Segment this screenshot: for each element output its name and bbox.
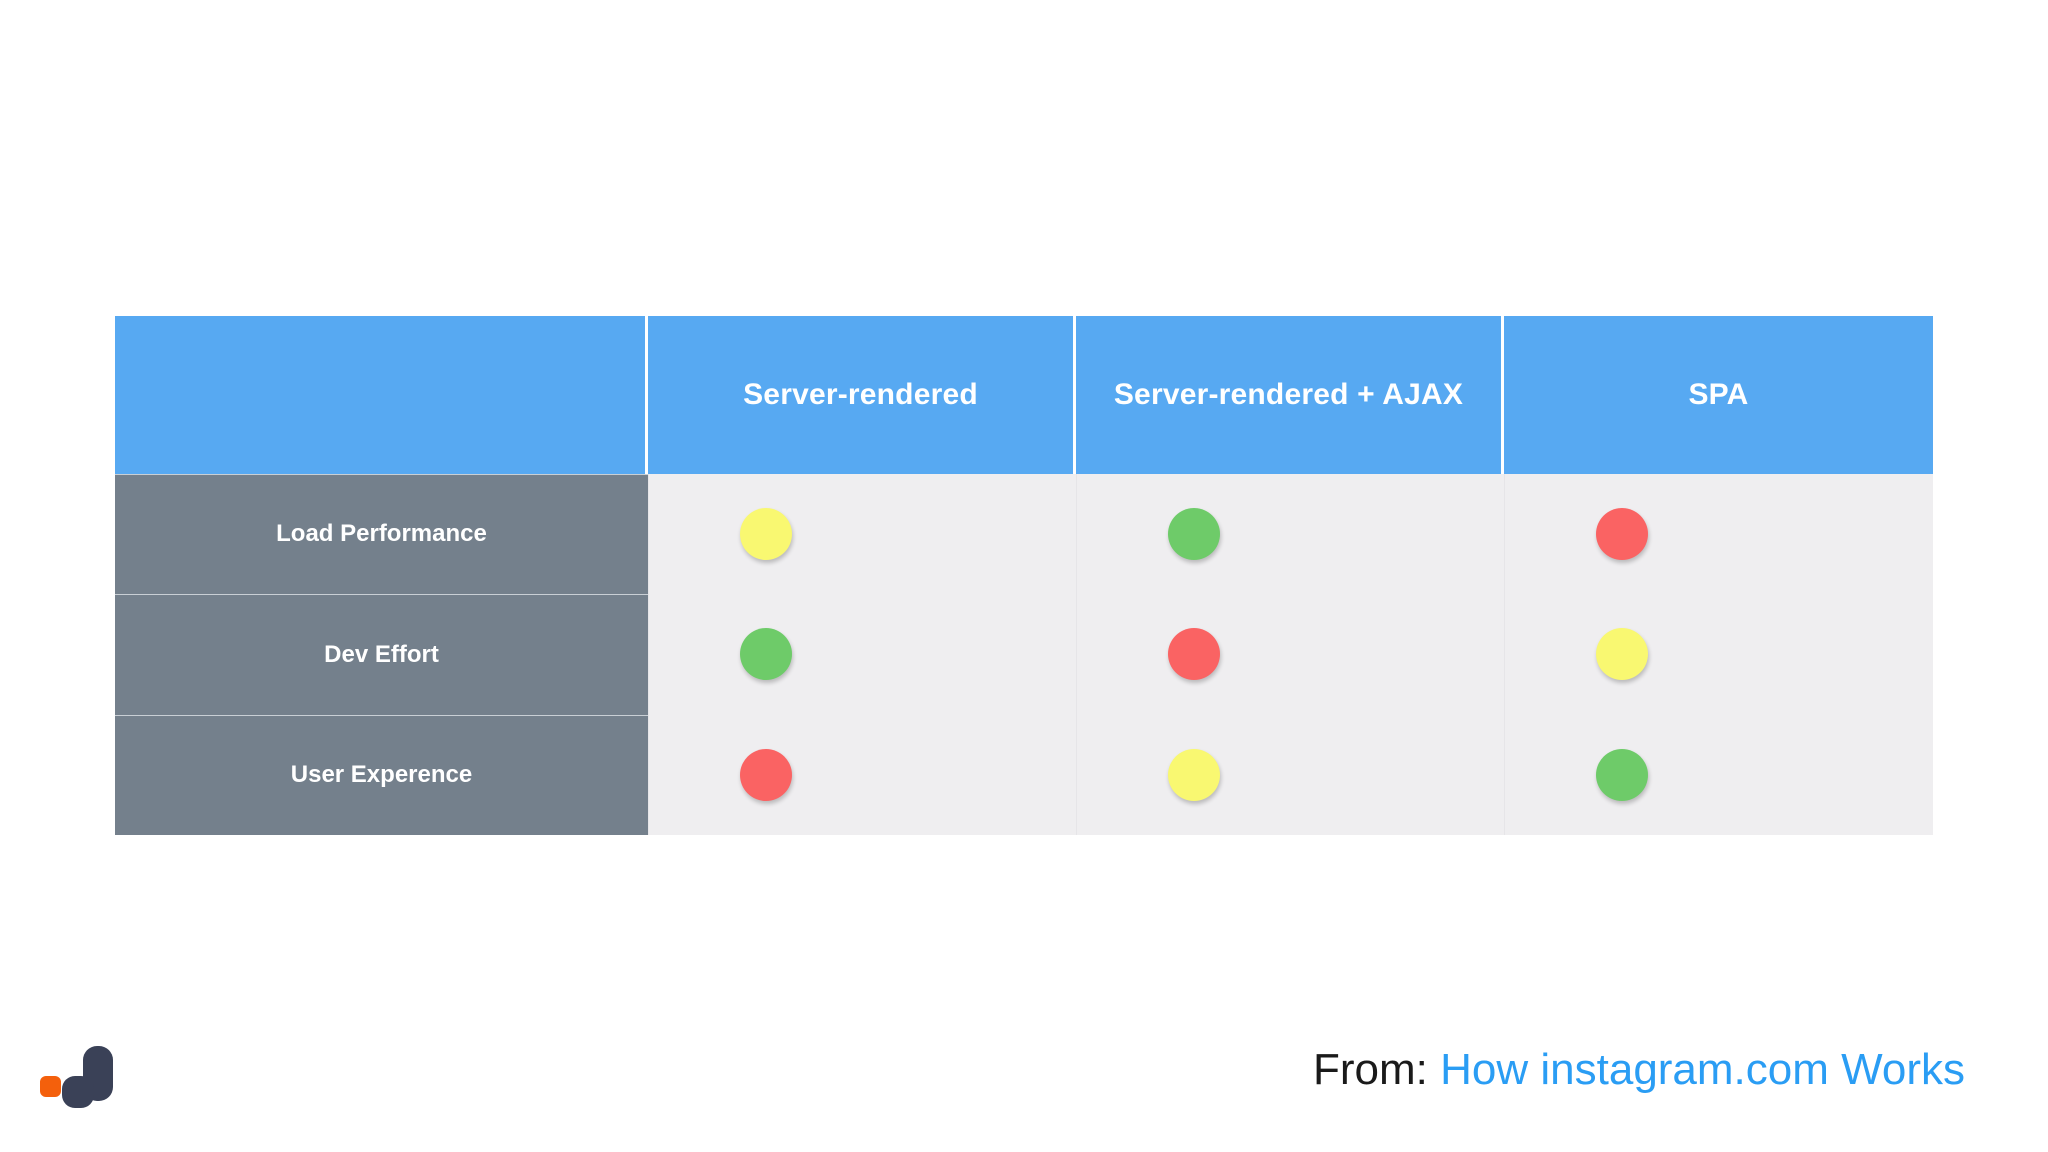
table-row: User Experence [115, 714, 1933, 835]
cell-dev-effort-spa [1504, 594, 1933, 715]
status-dot-yellow [740, 507, 792, 560]
comparison-table: Server-rendered Server-rendered + AJAX S… [115, 316, 1933, 835]
attribution-source-link[interactable]: How instagram.com Works [1440, 1045, 1965, 1094]
cell-load-performance-spa [1504, 473, 1933, 595]
brand-logo-icon [40, 1046, 113, 1108]
status-dot-yellow [1596, 628, 1648, 681]
table-row: Load Performance [115, 473, 1933, 595]
cell-divider [648, 594, 649, 715]
column-header-spa: SPA [1504, 316, 1933, 474]
attribution-prefix: From: [1313, 1045, 1441, 1094]
row-label-load-performance: Load Performance [115, 473, 648, 595]
status-dot-green [740, 628, 792, 681]
cell-divider [1076, 473, 1077, 595]
status-dot-red [1596, 507, 1648, 560]
cell-user-experence-server-rendered [648, 714, 1076, 835]
cell-dev-effort-server-rendered [648, 594, 1076, 715]
cell-divider [1076, 714, 1077, 835]
cell-user-experence-server-rendered-ajax [1076, 714, 1504, 835]
cell-divider [1504, 473, 1505, 595]
status-dot-green [1168, 507, 1220, 560]
cell-dev-effort-server-rendered-ajax [1076, 594, 1504, 715]
status-dot-red [1168, 628, 1220, 681]
table-header-row: Server-rendered Server-rendered + AJAX S… [115, 316, 1933, 474]
cell-divider [1504, 594, 1505, 715]
column-header-server-rendered: Server-rendered [648, 316, 1076, 474]
status-dot-red [740, 748, 792, 801]
row-label-dev-effort: Dev Effort [115, 594, 648, 715]
cell-load-performance-server-rendered [648, 473, 1076, 595]
cell-divider [1076, 594, 1077, 715]
table-corner-cell [115, 316, 648, 474]
row-label-user-experence: User Experence [115, 714, 648, 835]
status-dot-green [1596, 748, 1648, 801]
status-dot-yellow [1168, 748, 1220, 801]
cell-divider [648, 473, 649, 595]
cell-divider [1504, 714, 1505, 835]
cell-load-performance-server-rendered-ajax [1076, 473, 1504, 595]
column-header-server-rendered-ajax: Server-rendered + AJAX [1076, 316, 1504, 474]
cell-user-experence-spa [1504, 714, 1933, 835]
table-row: Dev Effort [115, 594, 1933, 715]
attribution: From: How instagram.com Works [1313, 1045, 1965, 1094]
cell-divider [648, 714, 649, 835]
